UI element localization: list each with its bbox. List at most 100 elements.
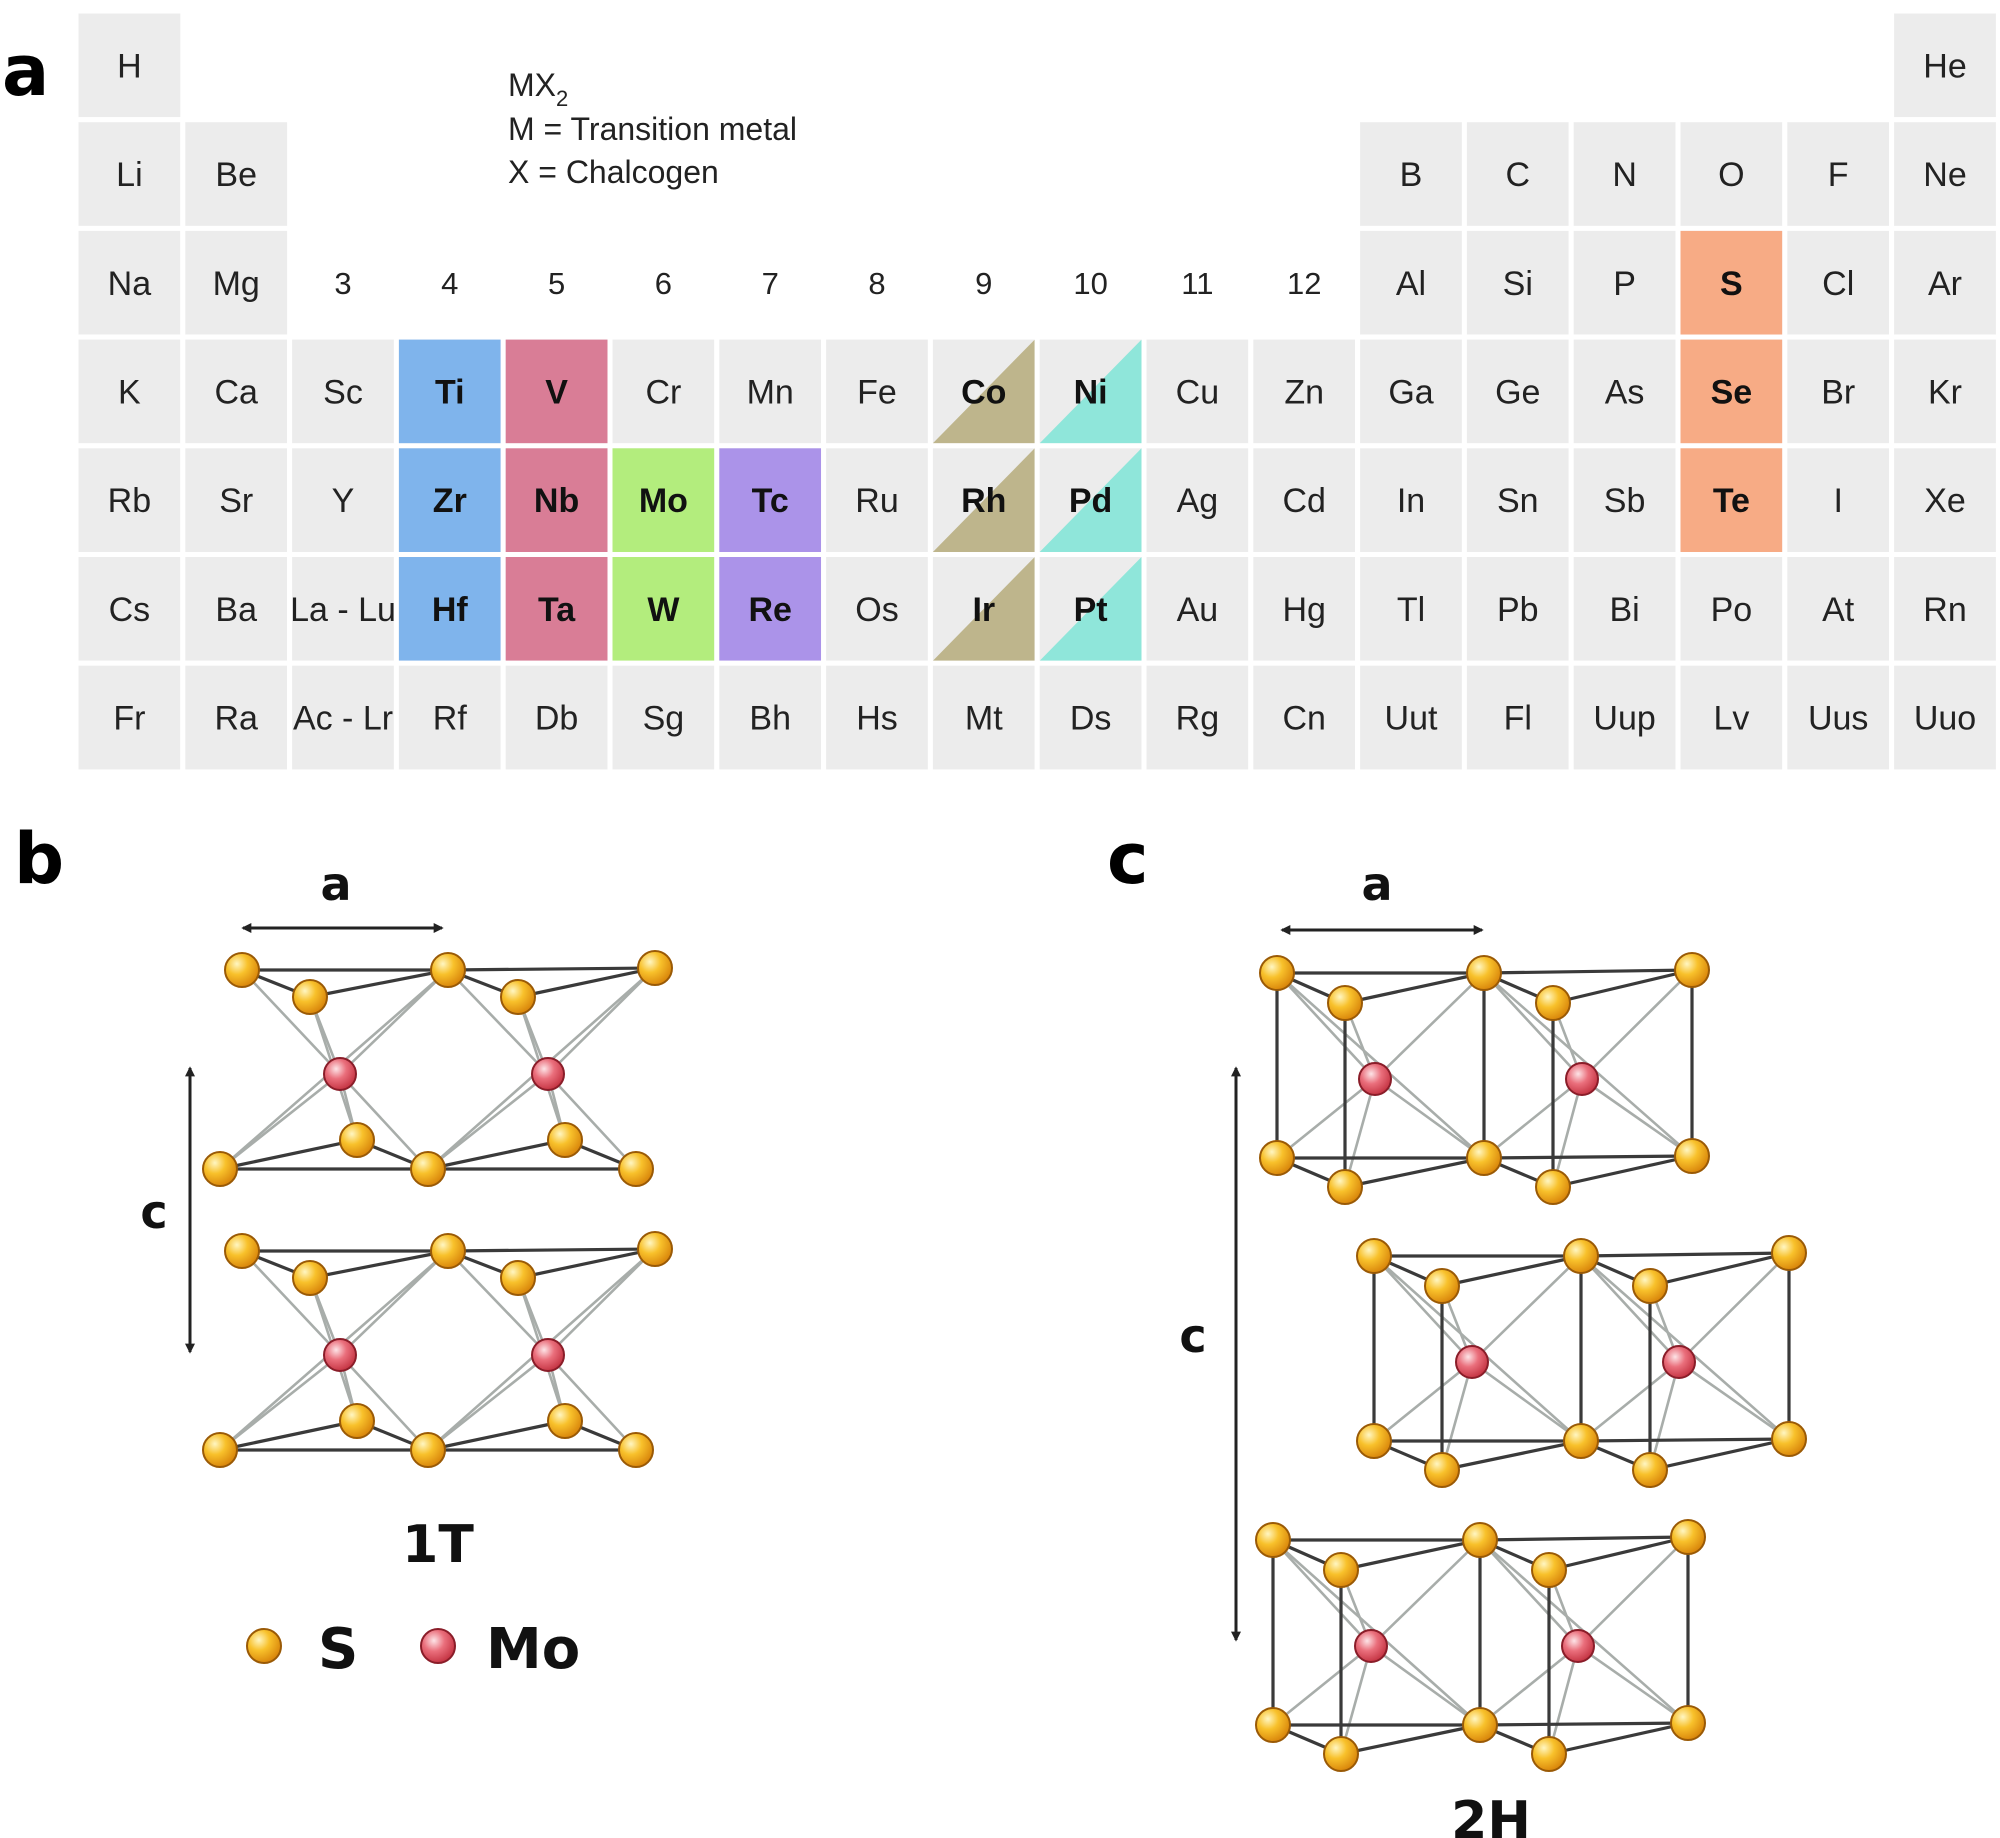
- bond-line: [1470, 1360, 1583, 1443]
- element-cell-uuo: Uuo: [1889, 660, 2000, 775]
- element-cell-background: [1782, 334, 1895, 449]
- sulfur-atom: [224, 952, 260, 988]
- bond-line: [1482, 1154, 1694, 1160]
- bond-line: [1369, 1538, 1482, 1648]
- sulfur-atom: [547, 1122, 583, 1158]
- element-cell-background: [287, 552, 399, 666]
- bond-line: [1343, 1077, 1377, 1189]
- bond-line: [446, 966, 657, 972]
- element-symbol: Os: [855, 591, 898, 629]
- element-cell-cd: Cd: [1248, 443, 1361, 557]
- bond-line: [1482, 971, 1584, 1081]
- element-highlight: [719, 448, 822, 552]
- sulfur-atom: [224, 1233, 260, 1269]
- element-cell-al: Al: [1355, 225, 1467, 340]
- layer-2h-1: [1259, 952, 1710, 1205]
- element-symbol: He: [1923, 47, 1966, 85]
- element-symbol: Po: [1711, 591, 1753, 629]
- element-cell-background: [1461, 660, 1574, 775]
- bond-line: [1440, 1439, 1583, 1472]
- bond-line: [1478, 1538, 1580, 1648]
- element-highlight: [1680, 448, 1783, 552]
- legend-sulfur-label: S: [318, 1617, 358, 1682]
- element-cell-be: Be: [180, 117, 293, 231]
- element-highlight: [612, 448, 715, 552]
- element-cell-i: I: [1782, 443, 1895, 557]
- element-highlight: [932, 339, 1035, 444]
- panel-b-1t-structure: a c 1T S Mo: [140, 857, 673, 1682]
- element-symbol: Ds: [1070, 700, 1112, 738]
- group-number-6: 6: [655, 266, 672, 301]
- element-cell-pd: Pd: [1034, 443, 1147, 557]
- bond-line: [1576, 1644, 1690, 1725]
- element-symbol: Uus: [1808, 700, 1868, 738]
- element-cell-background: [1889, 117, 2000, 231]
- element-cell-b: B: [1355, 117, 1467, 231]
- element-cell-fr: Fr: [73, 660, 186, 775]
- element-symbol: Ge: [1495, 373, 1540, 411]
- element-cell-background: [1461, 552, 1574, 666]
- element-cell-uup: Uup: [1568, 660, 1681, 775]
- element-symbol: Al: [1396, 265, 1426, 303]
- sulfur-atom: [1535, 1169, 1571, 1205]
- element-symbol: Ra: [214, 700, 258, 738]
- element-symbol: W: [647, 591, 680, 629]
- element-cell-db: Db: [500, 660, 613, 775]
- element-cell-ge: Ge: [1461, 334, 1574, 449]
- layer-1t-2: [202, 1231, 673, 1468]
- element-cell-tl: Tl: [1355, 552, 1467, 666]
- bond-line: [1470, 1254, 1583, 1364]
- element-symbol: Mt: [965, 700, 1003, 738]
- element-symbol: I: [1833, 482, 1842, 520]
- sulfur-atom: [1255, 1522, 1291, 1558]
- element-cell-in: In: [1355, 443, 1467, 557]
- element-cell-li: Li: [73, 117, 186, 231]
- element-cell-n: N: [1568, 117, 1681, 231]
- element-symbol: Cn: [1282, 700, 1325, 738]
- element-symbol: O: [1718, 156, 1744, 194]
- group-number-3: 3: [334, 266, 351, 301]
- element-cell-background: [1782, 117, 1895, 231]
- element-highlight: [932, 448, 1035, 552]
- bond-line: [1576, 1535, 1690, 1648]
- bond-line: [218, 1419, 359, 1452]
- sulfur-atom: [1323, 1736, 1359, 1772]
- element-cell-hs: Hs: [821, 660, 933, 775]
- element-cell-rh: Rh: [927, 443, 1040, 557]
- sulfur-atom: [1531, 1736, 1567, 1772]
- element-highlight: [398, 448, 501, 552]
- sulfur-atom: [1670, 1519, 1706, 1555]
- molybdenum-atom: [531, 1057, 565, 1091]
- element-cell-background: [73, 225, 186, 340]
- group-number-7: 7: [762, 266, 779, 301]
- bond-line: [1440, 1360, 1474, 1472]
- element-cell-zr: Zr: [393, 443, 506, 557]
- molybdenum-atom: [323, 1057, 357, 1091]
- element-symbol: Fe: [857, 373, 897, 411]
- element-cell-cl: Cl: [1782, 225, 1895, 340]
- element-cell-y: Y: [287, 443, 399, 557]
- bond-line: [426, 1072, 550, 1171]
- element-highlight: [1680, 339, 1783, 444]
- bond-line: [1275, 1077, 1377, 1160]
- bond-line: [546, 966, 657, 1076]
- element-cell-cn: Cn: [1248, 660, 1361, 775]
- element-cell-la-lu: La - Lu: [287, 552, 399, 666]
- bond-line: [1580, 968, 1694, 1081]
- element-symbol: P: [1613, 265, 1636, 303]
- element-symbol: S: [1720, 265, 1743, 303]
- bond-line: [1373, 1077, 1486, 1160]
- element-cell-bh: Bh: [714, 660, 827, 775]
- element-cell-background: [73, 660, 186, 775]
- bond-line: [1271, 1644, 1373, 1727]
- bond-line: [1339, 1723, 1482, 1756]
- element-cell-sc: Sc: [287, 334, 399, 449]
- element-cell-kr: Kr: [1889, 334, 2000, 449]
- element-cell-ru: Ru: [821, 443, 933, 557]
- bond-line: [1579, 1437, 1791, 1443]
- sulfur-atom: [1563, 1423, 1599, 1459]
- sulfur-atom: [1466, 1140, 1502, 1176]
- element-cell-cs: Cs: [73, 552, 186, 666]
- sulfur-atom: [202, 1432, 238, 1468]
- bond-line: [546, 1247, 657, 1357]
